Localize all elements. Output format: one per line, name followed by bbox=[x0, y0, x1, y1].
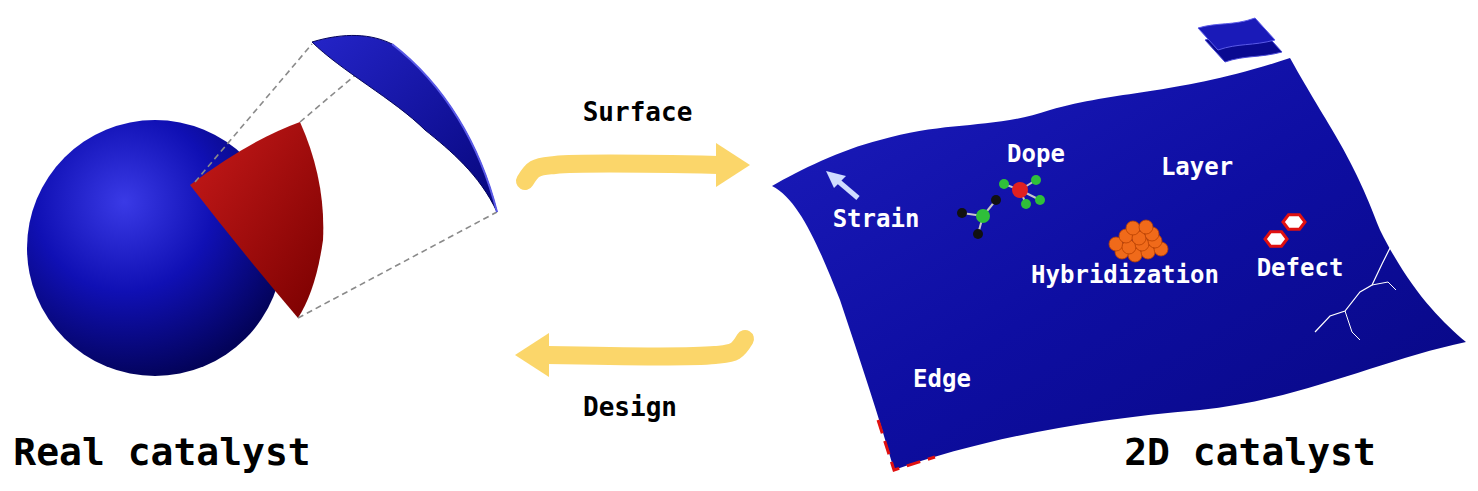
two-d-catalyst-sheet: 2D catalyst Strain Dope LayerHybridization D… bbox=[760, 15, 1470, 480]
atom bbox=[999, 179, 1009, 189]
strain-arrow bbox=[838, 181, 858, 198]
vacancy-defect bbox=[1283, 215, 1305, 229]
feature-label: Edge bbox=[913, 366, 971, 394]
node-illustration bbox=[15, 25, 505, 480]
node-illustration bbox=[760, 15, 1470, 480]
node-title: 2D catalyst bbox=[1124, 431, 1376, 475]
patch-highlight bbox=[392, 44, 497, 212]
arrow-head bbox=[716, 143, 750, 187]
crack bbox=[1345, 311, 1360, 340]
process-arrow bbox=[525, 143, 750, 187]
node-title: Real catalyst bbox=[13, 431, 310, 475]
feature-label: Layer bbox=[1161, 154, 1233, 182]
feature-label: Strain bbox=[833, 206, 920, 234]
projection-line bbox=[195, 44, 312, 182]
projection-line bbox=[298, 212, 497, 318]
edge-marker bbox=[878, 420, 935, 470]
arrow-label: Surface bbox=[579, 98, 697, 128]
cluster-atom bbox=[1139, 220, 1153, 234]
arrow-head bbox=[515, 333, 549, 377]
atom bbox=[1012, 182, 1028, 198]
surface-patch bbox=[312, 35, 497, 212]
vacancy-defect bbox=[1265, 232, 1287, 246]
cluster-atom bbox=[1126, 221, 1140, 235]
atom bbox=[973, 229, 983, 239]
feature-label: Dope bbox=[1007, 141, 1065, 169]
atom bbox=[1021, 199, 1031, 209]
arrow-shaft bbox=[525, 164, 718, 181]
strain-arrow-head bbox=[826, 171, 846, 188]
layer-sheet bbox=[1198, 18, 1275, 50]
atom bbox=[1035, 195, 1045, 205]
real-catalyst-sphere: Real catalyst bbox=[15, 25, 505, 480]
feature-label: Defect bbox=[1257, 255, 1344, 283]
atom bbox=[1031, 175, 1041, 185]
atom bbox=[957, 208, 967, 218]
feature-label: Hybridization bbox=[1031, 262, 1219, 290]
sheet-surface bbox=[772, 58, 1466, 470]
atom bbox=[991, 195, 1001, 205]
process-arrow bbox=[515, 333, 745, 377]
crack bbox=[1372, 282, 1396, 290]
arrow-label: Design bbox=[579, 393, 681, 423]
exposed-wedge bbox=[190, 122, 323, 318]
atom bbox=[976, 209, 990, 223]
arrow-shaft bbox=[547, 339, 745, 356]
